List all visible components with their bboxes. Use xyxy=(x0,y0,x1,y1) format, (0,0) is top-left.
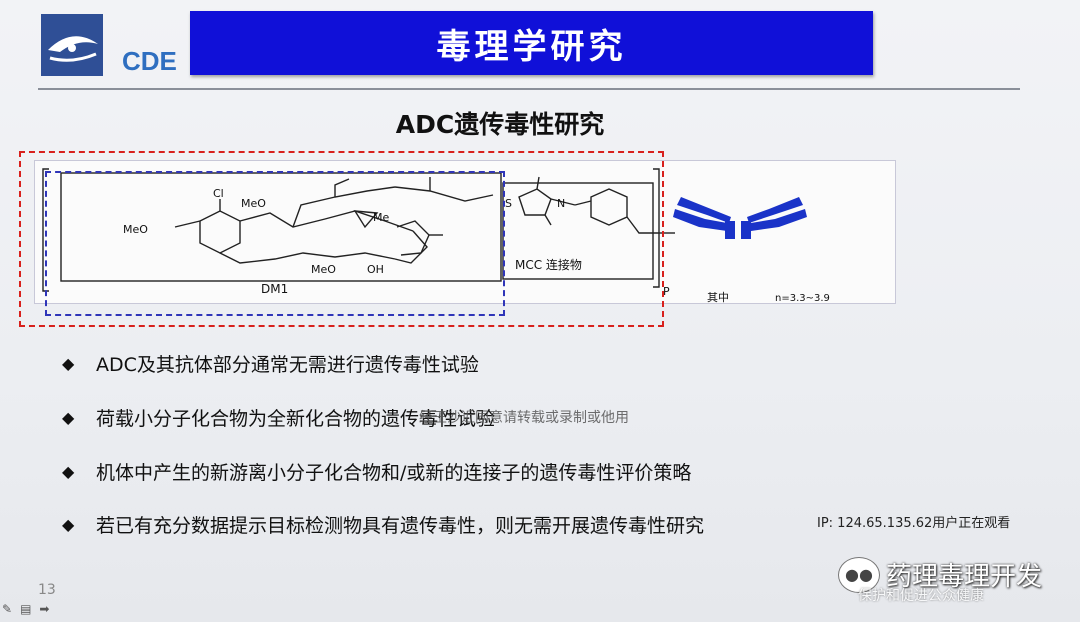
diamond-bullet-icon: ◆ xyxy=(62,515,75,534)
label-meo-3: MeO xyxy=(311,263,336,276)
bullet-item: ◆ 若已有充分数据提示目标检测物具有遗传毒性，则无需开展遗传毒性研究 xyxy=(62,515,705,537)
structure-drawing: MeO Cl MeO Me MeO OH DM1 S N MCC 连接物 P 其… xyxy=(42,168,830,303)
diamond-bullet-icon: ◆ xyxy=(62,408,75,427)
divider xyxy=(38,88,1020,90)
adc-structure-figure: MeO Cl MeO Me MeO OH DM1 S N MCC 连接物 P 其… xyxy=(34,160,896,304)
watermark-subtitle: 保护和促进公众健康 xyxy=(858,588,984,604)
label-note-prefix: 其中 xyxy=(707,291,729,303)
diamond-bullet-icon: ◆ xyxy=(62,462,75,481)
bullet-item: ◆ ADC及其抗体部分通常无需进行遗传毒性试验 xyxy=(62,354,479,376)
label-mcc: MCC 连接物 xyxy=(515,257,582,272)
label-cl: Cl xyxy=(213,187,224,200)
copyright-overlay: 经王沙近同意请转载或录制或他用 xyxy=(419,410,629,426)
label-n: N xyxy=(557,197,565,210)
label-note-range: n=3.3~3.9 xyxy=(775,293,830,303)
pen-icon[interactable]: ✎ xyxy=(2,602,13,616)
watermark-name: 药理毒理开发 xyxy=(886,562,1043,592)
slide-subtitle: ADC遗传毒性研究 xyxy=(395,110,605,139)
label-p: P xyxy=(663,285,670,298)
label-meo-2: MeO xyxy=(241,197,266,210)
bullet-item: ◆ 机体中产生的新游离小分子化合物和/或新的连接子的遗传毒性评价策略 xyxy=(62,462,692,484)
label-oh: OH xyxy=(367,263,384,276)
bullet-item: ◆ 荷载小分子化合物为全新化合物的遗传毒性试验 xyxy=(62,408,496,430)
blue-dashed-highlight xyxy=(45,171,505,316)
wechat-icon: ●● xyxy=(838,556,880,593)
cde-logo: CDE xyxy=(38,12,183,82)
menu-icon[interactable]: ▤ xyxy=(20,602,32,616)
antibody-icon xyxy=(673,197,807,239)
wechat-watermark: ●● 药理毒理开发 xyxy=(838,556,1042,593)
logo-text: CDE xyxy=(122,46,177,76)
label-meo-1: MeO xyxy=(123,223,148,236)
label-me: Me xyxy=(373,211,389,224)
arrow-right-icon[interactable]: ➡ xyxy=(39,602,50,616)
slideshow-toolbar: ✎ ▤ ➡ xyxy=(2,602,49,616)
diamond-bullet-icon: ◆ xyxy=(62,354,75,373)
slide-title: 毒理学研究 xyxy=(190,11,873,75)
ip-notice: IP: 124.65.135.62用户正在观看 xyxy=(817,516,1011,531)
page-number: 13 xyxy=(38,582,56,598)
label-s: S xyxy=(505,197,512,210)
red-dashed-highlight xyxy=(19,151,664,327)
label-dm1: DM1 xyxy=(261,282,288,296)
